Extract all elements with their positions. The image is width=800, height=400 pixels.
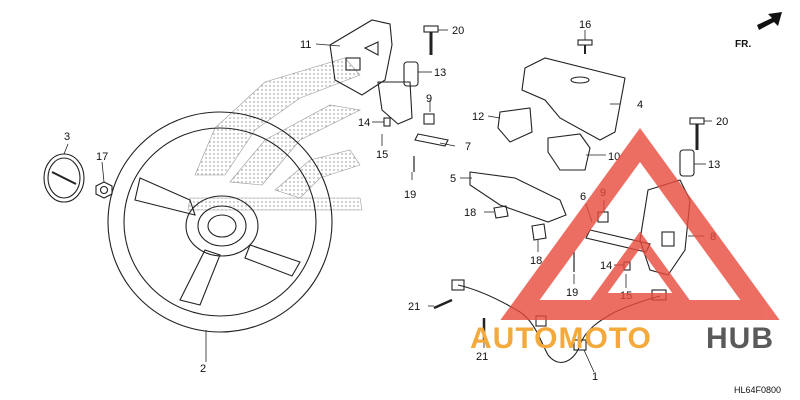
collar-upper <box>403 61 419 87</box>
front-direction-label: FR. <box>735 39 751 50</box>
clip-18b <box>531 223 547 241</box>
column-cover <box>521 57 626 141</box>
callout-19-lower: 19 <box>566 287 578 299</box>
bracket-upper <box>377 81 413 125</box>
callout-18-lower: 18 <box>530 255 542 267</box>
callout-18-upper: 18 <box>464 207 476 219</box>
callout-14-lower: 14 <box>600 260 612 272</box>
honda-wing-emblem <box>187 57 363 211</box>
watermark-brand-main: AUTOMOTO <box>470 322 652 355</box>
clip-18a <box>493 205 509 219</box>
screw-21a <box>433 298 453 310</box>
callout-2: 2 <box>200 363 206 375</box>
leader-lines <box>63 29 712 373</box>
steering-nut <box>95 181 113 199</box>
steering-wheel <box>107 111 333 333</box>
switch-housing <box>329 19 393 96</box>
watermark-logo <box>500 127 780 320</box>
bolt-upper <box>423 25 439 55</box>
callout-17: 17 <box>96 151 108 163</box>
callout-13-right: 13 <box>708 159 720 171</box>
bracket-12 <box>497 107 533 143</box>
watermark-brand-suffix: HUB <box>706 322 774 355</box>
front-direction-arrow-icon <box>757 12 782 30</box>
callout-11: 11 <box>300 39 311 51</box>
callout-6: 6 <box>580 191 586 203</box>
horn-emblem-cap <box>43 153 85 203</box>
bolt-right <box>689 117 705 150</box>
callout-9-upper: 9 <box>426 93 432 105</box>
callout-13-upper: 13 <box>434 67 446 79</box>
callout-16: 16 <box>579 19 591 31</box>
spring-upper <box>423 113 435 125</box>
callout-1: 1 <box>592 371 598 383</box>
callout-3: 3 <box>64 131 70 143</box>
bracket-10 <box>547 133 591 171</box>
collar-right <box>679 149 695 177</box>
callout-20-upper: 20 <box>452 25 464 37</box>
callout-5: 5 <box>450 173 456 185</box>
screw-16 <box>577 39 593 54</box>
callout-20-right: 20 <box>716 116 728 128</box>
callout-4: 4 <box>637 99 643 111</box>
lever-upper <box>414 133 449 147</box>
callout-19-upper: 19 <box>404 189 416 201</box>
callout-21-bottom: 21 <box>476 351 488 363</box>
callout-15-upper: 15 <box>376 149 388 161</box>
callout-21-left: 21 <box>408 301 420 313</box>
callout-7: 7 <box>465 141 471 153</box>
lower-cover <box>469 171 567 223</box>
screw-upper <box>383 117 391 127</box>
diagram-code: HL64F0800 <box>734 385 781 395</box>
callout-14-upper: 14 <box>358 117 370 129</box>
callout-12: 12 <box>472 111 484 123</box>
